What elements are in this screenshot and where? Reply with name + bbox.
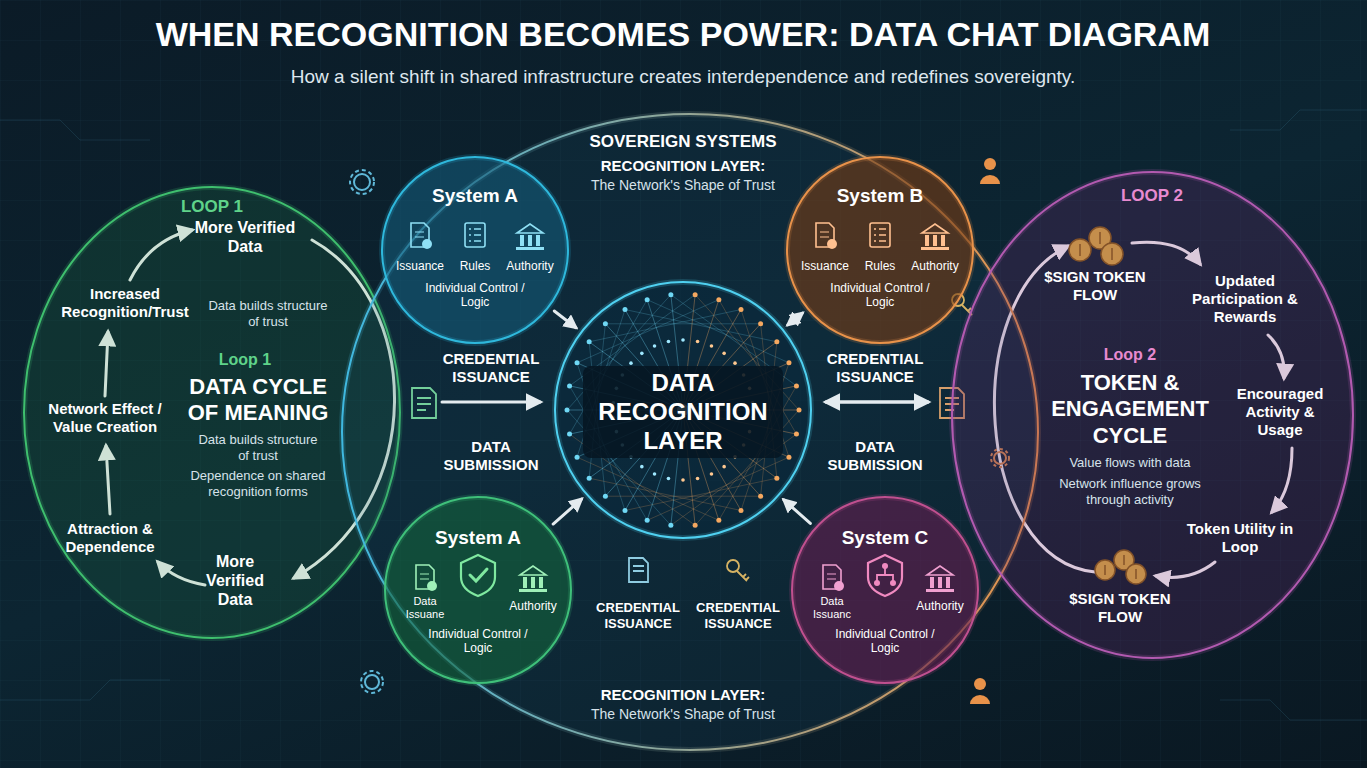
loop-text: $SIGN TOKEN FLOW <box>1065 590 1175 626</box>
loop-text: Value flows with data <box>1045 455 1215 471</box>
loop-text: More Verified Data <box>180 218 310 256</box>
loop-text: Network influence grows through activity <box>1050 476 1210 507</box>
node-illustration <box>816 223 949 250</box>
loop-text: Loop 2 <box>1080 345 1180 364</box>
node-illustration <box>565 292 802 528</box>
system-text: Issuance <box>390 259 450 273</box>
node-illustration <box>416 555 547 596</box>
system-text: Authority <box>909 599 971 613</box>
node-outline <box>383 495 573 685</box>
loop-text: Network Effect / Value Creation <box>40 400 170 436</box>
node-illustration <box>823 555 954 596</box>
system-text: Individual Control / Logic <box>830 627 940 656</box>
system-text: Authority <box>499 259 561 273</box>
system-text: System A <box>400 185 550 208</box>
loop-text: Updated Participation & Rewards <box>1185 272 1305 326</box>
system-text: Individual Control / Logic <box>825 281 935 310</box>
loop-circle: LOOP 2 $SIGN TOKEN FLOW Updated Participat… <box>950 170 1355 660</box>
loop-text: LOOP 1 <box>167 197 257 217</box>
loop-text: LOOP 2 <box>1107 186 1197 206</box>
diagram-caption: How a silent shift in shared infrastruct… <box>33 66 1333 89</box>
loop-text: Data builds structure of trust <box>193 432 323 463</box>
loop-text: Attraction & Dependence <box>50 520 170 556</box>
system-circle: System A Data Issuane AuthorityIndividual … <box>383 495 573 685</box>
system-text: Rules <box>450 259 500 273</box>
sovereign-region: SOVEREIGN SYSTEMS RECOGNITION LAYER: The N… <box>340 112 1040 752</box>
region-text: DATA SUBMISSION <box>436 438 546 474</box>
loop-text: Data builds structure of trust <box>208 298 328 329</box>
region-text: DATA SUBMISSION <box>820 438 930 474</box>
region-text: RECOGNITION LAYER: <box>563 686 803 704</box>
system-text: Issuance <box>795 259 855 273</box>
node-illustration <box>411 223 544 250</box>
system-circle: System C Data Issuanc AuthorityIndividual … <box>790 495 980 685</box>
system-text: System C <box>810 527 960 550</box>
loop-text: TOKEN & ENGAGEMENT CYCLE <box>1048 370 1213 449</box>
loop-text: DATA CYCLE OF MEANING <box>183 374 333 427</box>
loop-text: More Verified Data <box>190 552 280 610</box>
region-text: SOVEREIGN SYSTEMS <box>563 132 803 152</box>
system-text: Data Issuanc <box>806 595 858 621</box>
node-outline <box>790 495 980 685</box>
system-circle: System A IssuanceRulesAuthorityIndividual… <box>380 155 570 345</box>
system-text: Individual Control / Logic <box>423 627 533 656</box>
system-text: Authority <box>904 259 966 273</box>
region-text: CREDENTIAL ISSUANCE <box>690 600 786 631</box>
loop-text: Increased Recognition/Trust <box>55 285 195 321</box>
node-outline <box>380 155 570 345</box>
system-circle: System B IssuanceRulesAuthorityIndividual… <box>785 155 975 345</box>
region-text: The Network's Shape of Trust <box>563 177 803 194</box>
core-title: DATA RECOGNITION LAYER <box>583 366 783 458</box>
diagram-title: WHEN RECOGNITION BECOMES POWER: DATA CHA… <box>13 14 1353 55</box>
region-text: CREDENTIAL ISSUANCE <box>436 350 546 386</box>
region-text: RECOGNITION LAYER: <box>563 157 803 175</box>
system-text: Rules <box>855 259 905 273</box>
system-text: Individual Control / Logic <box>420 281 530 310</box>
loop-text: Loop 1 <box>195 350 295 369</box>
system-text: Data Issuane <box>399 595 451 621</box>
region-text: The Network's Shape of Trust <box>563 706 803 723</box>
loop-text: Token Utility in Loop <box>1185 520 1295 556</box>
node-outline <box>785 155 975 345</box>
loop-text: $SIGN TOKEN FLOW <box>1040 268 1150 304</box>
region-text: CREDENTIAL ISSUANCE <box>590 600 686 631</box>
system-text: System A <box>403 527 553 550</box>
system-text: System B <box>805 185 955 208</box>
loop-text: Dependence on shared recognition forms <box>183 468 333 499</box>
loop-text: Encouraged Activity & Usage <box>1225 385 1335 439</box>
recognition-core: DATA RECOGNITION LAYER <box>553 280 813 540</box>
region-text: CREDENTIAL ISSUANCE <box>820 350 930 386</box>
system-text: Authority <box>502 599 564 613</box>
